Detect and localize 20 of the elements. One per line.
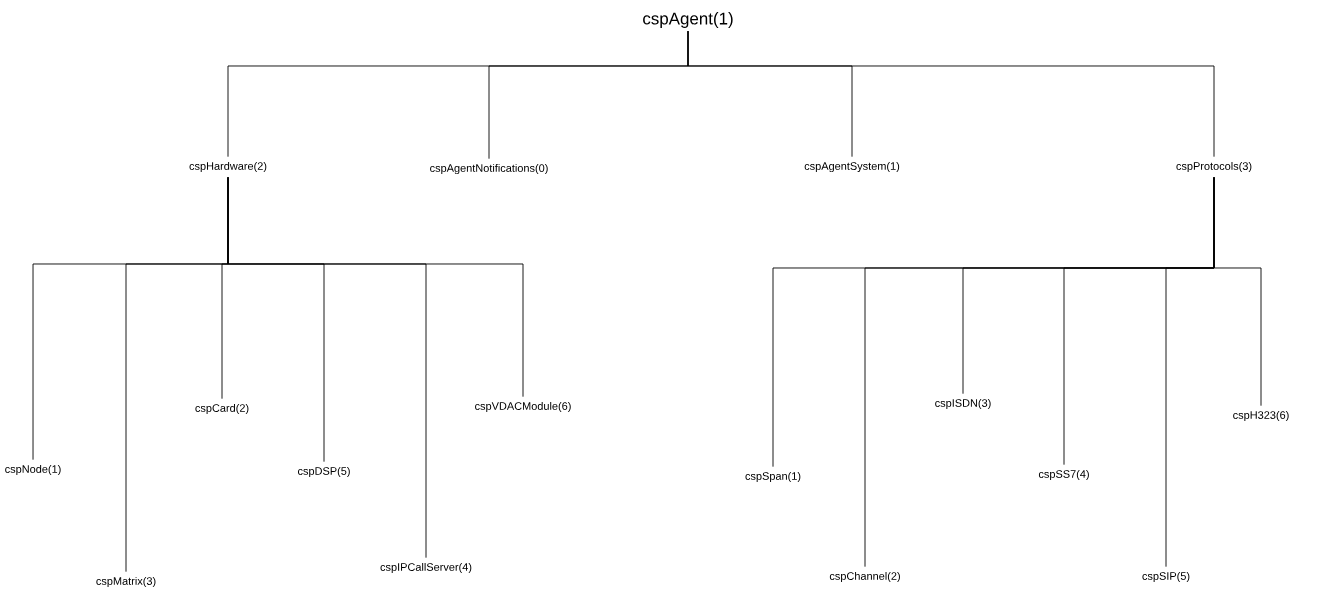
node-label: cspSpan(1) [745,471,801,483]
node-label: cspMatrix(3) [96,576,156,588]
node-label: cspCard(2) [195,403,249,415]
node-label: cspIPCallServer(4) [380,562,472,574]
tree-connector [227,176,524,398]
node-label: cspChannel(2) [829,571,900,583]
node-label: cspProtocols(3) [1176,161,1252,173]
tree-connector [687,30,1215,158]
node-label: cspAgentNotifications(0) [430,163,548,175]
node-label: cspSIP(5) [1142,571,1190,583]
node-label: cspISDN(3) [935,398,991,410]
node-label: cspNode(1) [5,464,61,476]
tree-connector [1213,176,1262,407]
node-label: cspAgentSystem(1) [804,161,900,173]
node-label: cspAgent(1) [643,12,733,28]
node-label: cspH323(6) [1233,410,1289,422]
node-label: cspSS7(4) [1038,469,1089,481]
node-label: cspDSP(5) [298,466,350,478]
node-label: cspHardware(2) [189,161,267,173]
node-label: cspVDACModule(6) [475,401,571,413]
